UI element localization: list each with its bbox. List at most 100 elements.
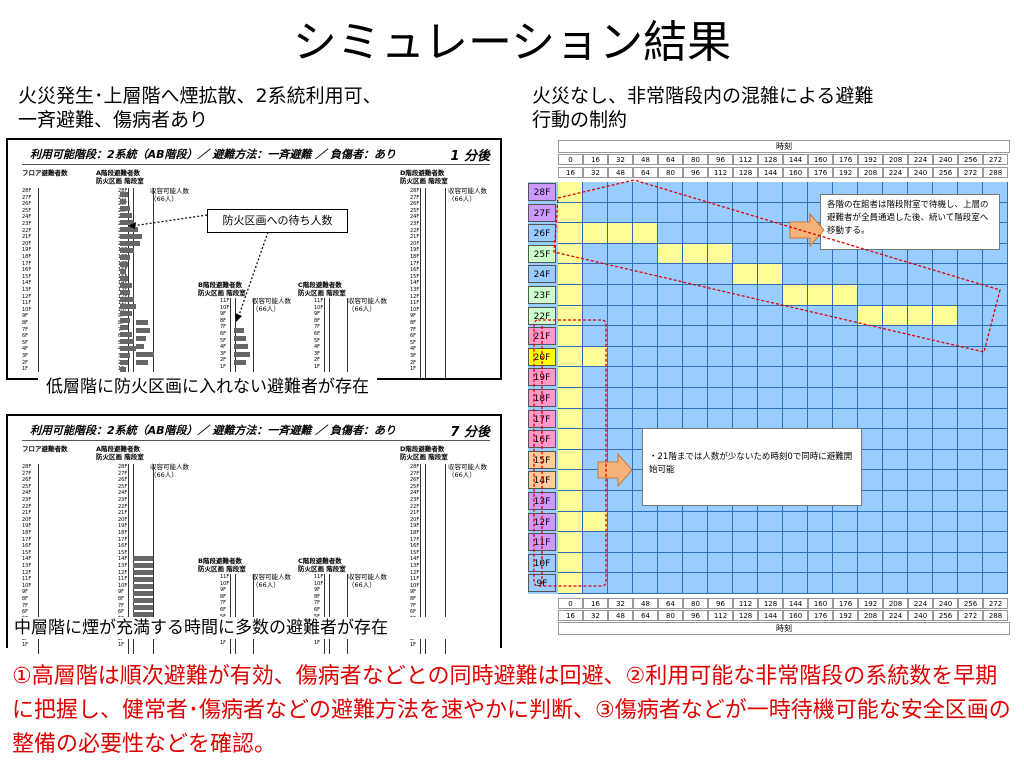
column-line (425, 188, 426, 378)
timeline-cell (558, 408, 583, 430)
time-cell-end: 64 (633, 167, 658, 178)
queue-bar (120, 360, 128, 365)
timeline-cell (983, 388, 1008, 409)
queue-bar (120, 234, 142, 239)
timeline-cell (758, 346, 783, 368)
timeline-cell (858, 552, 883, 574)
floor-tick-d: 8F (410, 596, 417, 602)
column-line (253, 298, 254, 378)
timeline-cell (833, 408, 858, 430)
divider (22, 164, 490, 165)
timeline-cell (833, 326, 858, 347)
floor-tick-floor: 9F (22, 589, 29, 596)
timeline-cell (708, 552, 733, 574)
floor-tick-d: 19F (410, 247, 420, 254)
timeline-cell (558, 305, 583, 327)
timeline-cell (883, 511, 908, 533)
time-cell-end-bottom: 224 (883, 610, 908, 621)
timeline-cell (683, 408, 708, 430)
timeline-cell (983, 326, 1008, 347)
time-cell-end: 48 (608, 167, 633, 178)
floor-tick-b: 11F (220, 574, 230, 580)
time-cell-start: 176 (833, 154, 858, 165)
timeline-cell (608, 388, 633, 409)
conclusion-text: ①高層階は順次避難が有効、傷病者などとの同時避難は回避、②利用可能な非常階段の系… (12, 660, 1016, 762)
time-cell-start-bottom: 240 (933, 598, 958, 609)
time-cell-end-bottom: 16 (558, 610, 583, 621)
floor-tick-floor: 11F (22, 576, 32, 583)
column-line (133, 188, 134, 378)
timeline-cell (633, 305, 658, 327)
timeline-cell (608, 326, 633, 347)
timeline-cell (758, 573, 783, 594)
queue-bar (120, 276, 128, 281)
timeline-cell (708, 326, 733, 347)
floor-tick-b: 1F (220, 640, 227, 646)
floor-label-21F: 21F (528, 327, 556, 346)
floor-tick-d: 9F (410, 313, 417, 320)
caption-top: 低層階に防火区画に入れない避難者が存在 (38, 372, 377, 397)
column-line (420, 464, 421, 654)
floor-tick-a: 11F (118, 576, 128, 583)
time-cell-start: 272 (983, 154, 1008, 165)
timeline-cell (583, 511, 608, 533)
timeline-cell (883, 346, 908, 368)
timeline-cell (708, 243, 733, 265)
floor-tick-floor: 20F (22, 240, 32, 247)
floor-label-9F: 9F (528, 574, 556, 593)
timeline-cell (633, 264, 658, 285)
timeline-cell (908, 264, 933, 285)
queue-bar (120, 269, 126, 274)
time-cell-start: 208 (883, 154, 908, 165)
timeline-cell (758, 552, 783, 574)
timeline-cell (658, 367, 683, 388)
capacity-label: 収容可能人数 （66人） (448, 187, 487, 203)
timeline-cell (858, 326, 883, 347)
timeline-cell (583, 202, 608, 224)
timeline-cell (683, 367, 708, 388)
time-cell-start: 80 (683, 154, 708, 165)
timeline-cell (558, 532, 583, 553)
time-cell-start: 256 (958, 154, 983, 165)
time-cell-start: 48 (633, 154, 658, 165)
timeline-cell (683, 346, 708, 368)
timeline-cell (708, 367, 733, 388)
timeline-cell (558, 285, 583, 306)
queue-bar (234, 360, 246, 365)
timeline-cell (983, 408, 1008, 430)
time-cell-end-bottom: 192 (833, 610, 858, 621)
floor-tick-d: 26F (410, 201, 420, 208)
time-cell-start-bottom: 32 (608, 598, 633, 609)
floor-tick-floor: 12F (22, 293, 32, 300)
floor-tick-floor: 9F (22, 313, 29, 320)
time-cell-end: 128 (733, 167, 758, 178)
floor-tick-a: 26F (118, 201, 128, 208)
panel-header-text: 利用可能階段：2系統（AB階段）／ 避難方法：一斉避難 ／ 負傷者：あり (30, 148, 397, 161)
floor-tick-floor: 24F (22, 214, 32, 221)
floor-tick-c: 4F (314, 344, 321, 351)
timeline-cell (583, 408, 608, 430)
timeline-cell (983, 264, 1008, 285)
timeline-cell (833, 511, 858, 533)
timeline-cell (758, 388, 783, 409)
timeline-cell (933, 326, 958, 347)
timeline-cell (608, 552, 633, 574)
floor-tick-c: 7F (314, 324, 321, 331)
timeline-cell (883, 532, 908, 553)
queue-bar (136, 328, 150, 333)
timeline-cell (958, 326, 983, 347)
floor-tick-d: 28F (410, 464, 420, 470)
timeline-cell (958, 429, 983, 450)
timeline-cell (983, 470, 1008, 491)
timeline-cell (758, 326, 783, 347)
simulation-panel-1min: 利用可能階段：2系統（AB階段）／ 避難方法：一斉避難 ／ 負傷者：あり 1 分… (6, 138, 502, 380)
queue-bar (234, 328, 244, 333)
queue-bar (120, 353, 130, 358)
floor-tick-floor: 28F (22, 188, 32, 194)
timeline-cell (858, 491, 883, 512)
timeline-cell (658, 223, 683, 244)
floor-tick-floor: 17F (22, 260, 32, 267)
floor-tick-c: 3F (314, 350, 321, 357)
column-line (38, 464, 39, 654)
timeline-cell (858, 532, 883, 553)
